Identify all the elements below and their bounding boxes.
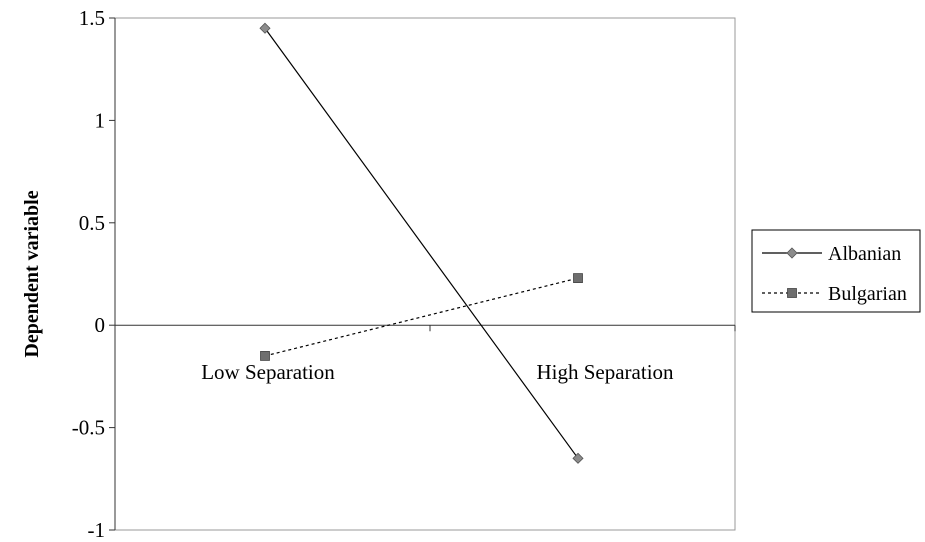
series-line-albanian — [264, 27, 579, 459]
series-markers — [259, 22, 584, 464]
legend-marker-bulgarian — [787, 288, 797, 298]
y-ticks: 1.5 1 0.5 0 -0.5 -1 — [72, 6, 115, 542]
legend-label-albanian: Albanian — [828, 243, 901, 265]
data-point-bulgarian — [260, 351, 270, 361]
category-labels: Low Separation High Separation — [201, 360, 674, 384]
y-tick-label: 0.5 — [79, 211, 105, 235]
y-tick-label: -0.5 — [72, 416, 105, 440]
x-ticks — [114, 325, 736, 332]
y-axis-label: Dependent variable — [21, 190, 43, 357]
y-tick-label: 0 — [95, 313, 106, 337]
series-lines — [264, 27, 579, 459]
y-tick-label: 1.5 — [79, 6, 105, 30]
x-category-label: High Separation — [536, 360, 674, 384]
x-category-label: Low Separation — [201, 360, 335, 384]
y-tick-label: 1 — [95, 108, 106, 132]
data-point-albanian — [572, 452, 584, 464]
legend-marker-albanian — [786, 247, 798, 259]
legend-label-bulgarian: Bulgarian — [828, 283, 907, 305]
plot-area — [114, 17, 736, 531]
data-point-albanian — [259, 22, 271, 34]
y-tick-label: -1 — [88, 518, 106, 542]
data-point-bulgarian — [573, 273, 583, 283]
legend-box — [751, 229, 921, 313]
